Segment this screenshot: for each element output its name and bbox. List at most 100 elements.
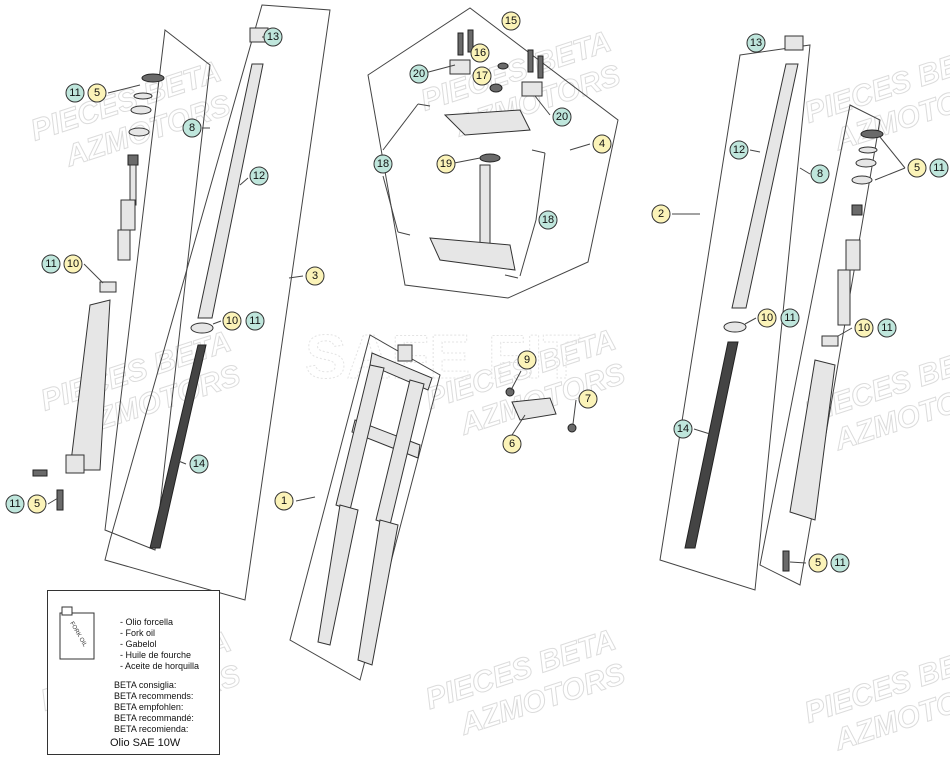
callout-number: 11: [9, 498, 20, 510]
callout-bubble: [578, 389, 598, 409]
callout-number: 11: [881, 322, 892, 334]
callout-number: 7: [585, 393, 591, 405]
callout-bubble: [854, 318, 874, 338]
assembly-frame: [289, 334, 441, 681]
callout-bubble: [472, 66, 492, 86]
callout-bubble: [729, 140, 749, 160]
callout-bubble: [305, 266, 325, 286]
leader-line: [874, 167, 906, 181]
beta-recommends-de: BETA empfohlen:: [114, 702, 184, 712]
stanchion-tube: [197, 63, 264, 319]
callout-bubble: [757, 308, 777, 328]
lower-leg-left: [317, 504, 359, 646]
leader-line: [693, 428, 711, 435]
fork-cap: [784, 35, 804, 51]
steering-nut: [479, 153, 501, 163]
callout-bubble: [263, 27, 283, 47]
callout-bubble: [592, 134, 612, 154]
callout-bubble: [877, 318, 897, 338]
callout-bubble: [907, 158, 927, 178]
callout-bubble: [470, 43, 490, 63]
callout-number: 3: [312, 270, 318, 282]
callout-number: 6: [509, 438, 515, 450]
callout-number: 5: [815, 557, 821, 569]
callout-bubble: [189, 454, 209, 474]
leader-line: [382, 175, 399, 233]
callout-bubble: [182, 118, 202, 138]
upper-triple-clamp: [443, 109, 531, 136]
pinch-bolt: [527, 49, 534, 73]
hose-clip: [511, 397, 557, 421]
callout-bubble: [63, 254, 83, 274]
triple-clamp-assembly: [367, 7, 619, 299]
callout-number: 4: [599, 138, 605, 150]
callout-bubble: [5, 494, 25, 514]
callout-bubble: [436, 154, 456, 174]
bottom-bolt: [56, 489, 64, 511]
leader-line: [511, 414, 526, 436]
oil-can-icon: FORK OIL: [59, 606, 95, 660]
callout-bubble: [65, 83, 85, 103]
callout-bubble: [409, 64, 429, 84]
clamp-nut: [127, 154, 139, 166]
leader-line: [510, 370, 522, 391]
leader-line: [83, 263, 104, 284]
leader-lines: [47, 36, 906, 564]
callout-number: 10: [226, 315, 238, 327]
callout-number: 8: [189, 122, 195, 134]
leader-line: [744, 317, 757, 325]
pinch-bolt: [537, 55, 544, 79]
nut: [489, 83, 503, 93]
left-stanchion-frame: [104, 4, 331, 601]
callout-number: 11: [784, 312, 795, 324]
callout-number: 15: [505, 15, 517, 27]
callout-number: 17: [476, 70, 488, 82]
callout-bubble: [746, 33, 766, 53]
seal: [130, 105, 152, 115]
leader-line: [107, 84, 141, 94]
callout-number: 11: [933, 162, 944, 174]
callout-bubble: [41, 254, 61, 274]
clip-screw: [505, 387, 515, 397]
beta-recommends-es: BETA recomienda:: [114, 724, 189, 734]
callout-number: 5: [34, 498, 40, 510]
oil-spec: Olio SAE 10W: [110, 737, 181, 749]
callout-bubble: [373, 154, 393, 174]
callout-bubble: [929, 158, 949, 178]
callout-number: 14: [193, 458, 205, 470]
callout-bubble: [87, 83, 107, 103]
callout-bubble: [27, 494, 47, 514]
damper-body: [845, 239, 861, 271]
callout-number: 18: [542, 214, 554, 226]
top-clamp-post: [397, 344, 413, 362]
callout-number: 2: [658, 208, 664, 220]
washer: [858, 146, 878, 154]
damper-body: [120, 199, 136, 231]
spacer-bushing: [190, 322, 214, 334]
bushing: [821, 335, 839, 347]
fork-spring: [149, 344, 207, 549]
callout-number: 14: [677, 423, 689, 435]
callout-bubble: [517, 350, 537, 370]
callout-number: 10: [67, 258, 79, 270]
leader-line: [749, 149, 761, 153]
clamp-bolt: [397, 231, 411, 236]
oil-name-en: - Fork oil: [120, 628, 156, 638]
leader-line: [569, 143, 591, 151]
oil-name-de: - Gabelol: [120, 639, 157, 649]
clamp-bolt: [32, 469, 48, 477]
left-leg-assembly: [32, 4, 331, 601]
leader-line: [519, 219, 537, 277]
damper-tube: [117, 229, 131, 261]
stanchion-tube: [731, 63, 799, 309]
callout-number: 5: [914, 162, 920, 174]
leader-line: [288, 275, 304, 279]
leader-line: [572, 399, 577, 425]
watermark-center-text: SAFE FIT: [305, 323, 581, 392]
callout-bubble: [222, 311, 242, 331]
seal-ring: [141, 73, 165, 83]
callout-number: 10: [858, 322, 870, 334]
axle-clamp: [65, 454, 85, 474]
beta-recommends-en: BETA recommends:: [114, 691, 194, 701]
handlebar-mount: [521, 81, 543, 97]
